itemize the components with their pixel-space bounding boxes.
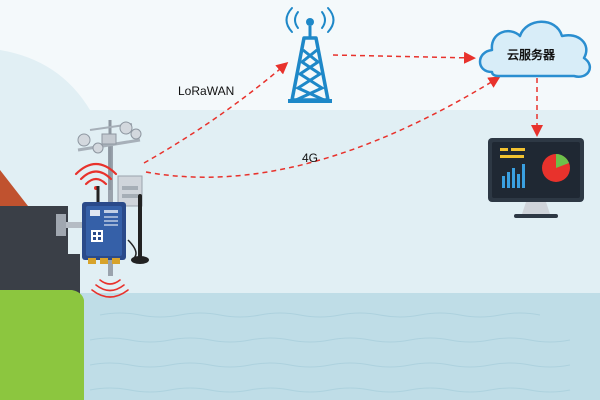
sensor-signal-icon xyxy=(91,279,129,298)
signal-tower-icon xyxy=(285,7,335,103)
sky-gradient xyxy=(0,50,600,295)
gateway-device-icon xyxy=(82,186,126,264)
cellular-4g-label: 4G xyxy=(302,151,319,165)
cloud-server-label: 云服务器 xyxy=(507,48,556,62)
cloud-icon xyxy=(478,20,592,78)
house-roof xyxy=(0,170,28,206)
wireless-signal-icon xyxy=(74,162,118,190)
lorawan-label: LoRaWAN xyxy=(178,84,235,98)
grass-cliff xyxy=(0,290,84,400)
sea xyxy=(0,293,600,400)
lorawan-link xyxy=(143,62,289,164)
sea-ripples xyxy=(89,312,571,393)
antenna-icon xyxy=(127,194,149,264)
monitor-dashboard-icon xyxy=(488,138,584,218)
cellular-link xyxy=(145,76,501,178)
pole-clamp xyxy=(56,214,66,236)
dock-base xyxy=(0,254,80,294)
